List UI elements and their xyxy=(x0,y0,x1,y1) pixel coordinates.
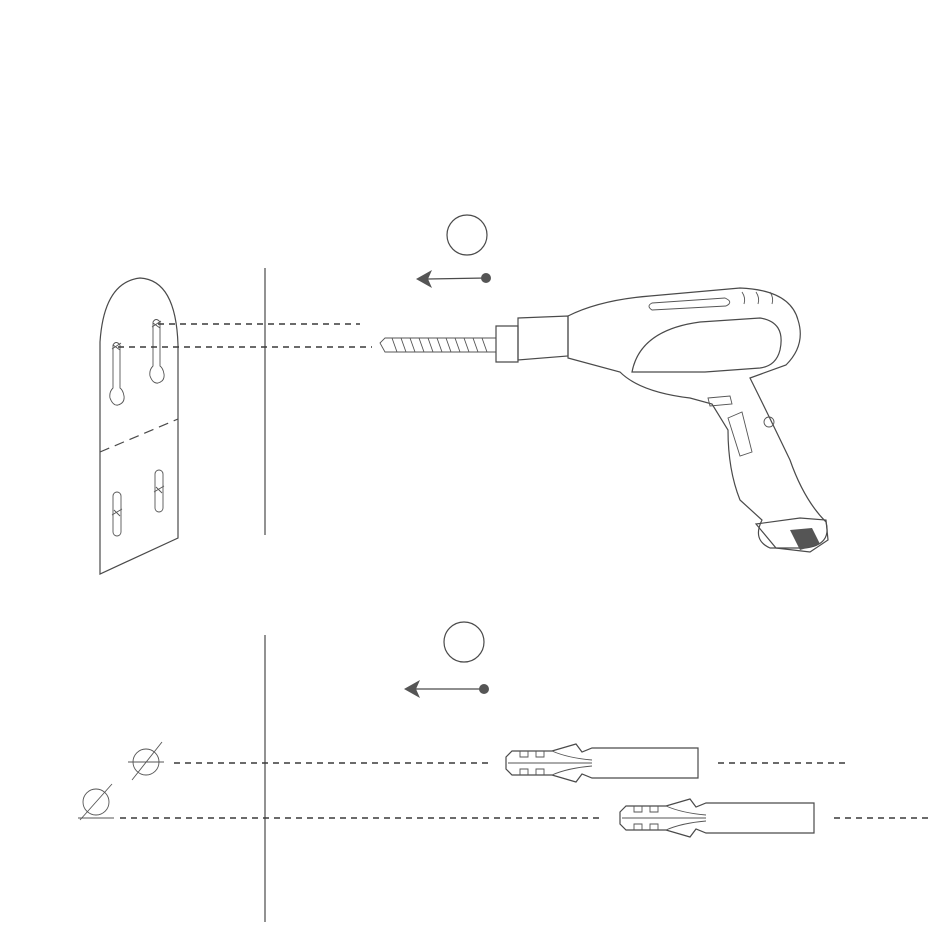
wall-plug-anchor-icon xyxy=(506,744,698,782)
direction-arrow-icon xyxy=(416,270,491,288)
direction-arrow-icon-2 xyxy=(404,680,489,698)
wall-plug-anchor-icon-2 xyxy=(620,799,814,837)
step-2-badge xyxy=(444,622,484,662)
power-drill-icon xyxy=(380,288,828,552)
crosshair-hole-icon xyxy=(128,742,164,780)
step-1-badge xyxy=(447,215,487,255)
wall-template-icon xyxy=(100,278,178,574)
step-1-group xyxy=(100,215,828,574)
step-2-group xyxy=(78,622,930,922)
crosshair-hole-icon-2 xyxy=(78,784,114,820)
